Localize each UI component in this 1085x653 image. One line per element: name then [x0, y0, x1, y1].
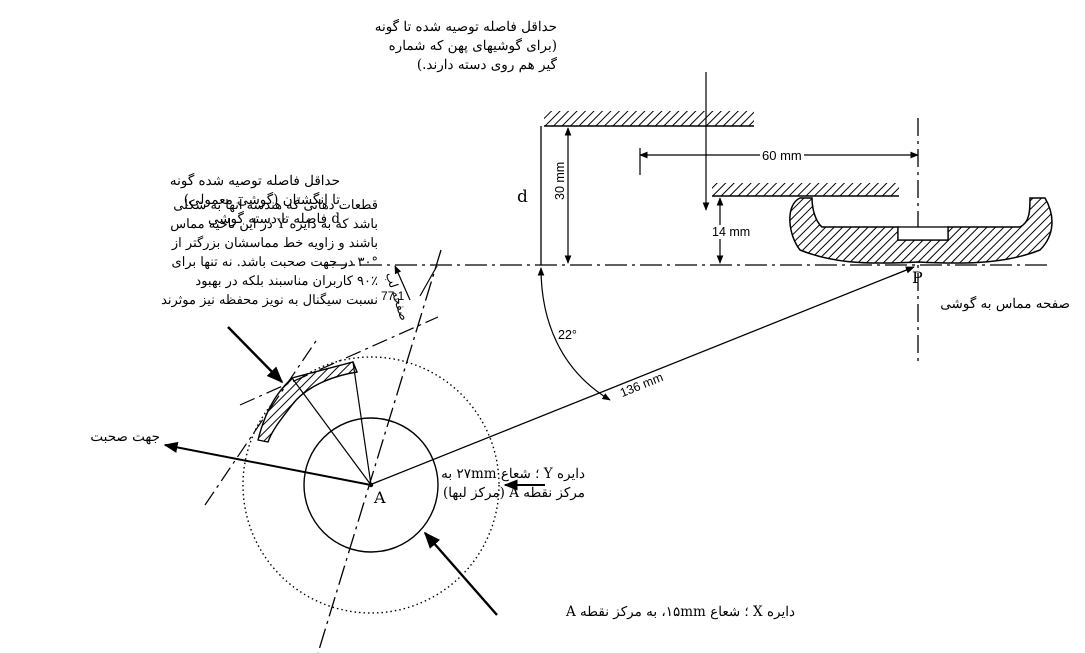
circle-x-label: دایره X ؛ شعاع ۱۵mm، به مرکز نقطه A — [566, 604, 795, 620]
dimension-60-label: 60 mm — [760, 148, 804, 163]
speech-direction-label: جهت صحبت — [90, 429, 160, 445]
upper-handle-hatch — [544, 111, 754, 126]
top-note: حداقل فاصله توصیه شده تا گونه (برای گوشی… — [374, 19, 557, 73]
dimension-30-label: 30 mm — [553, 161, 567, 200]
lip-plane-line — [317, 249, 442, 653]
circle-y-label: دایره Y ؛ شعاع ۲۷mm به مرکز نقطه A (مرکز… — [441, 466, 585, 501]
p-label: P — [912, 268, 923, 287]
dimension-14-label: 14 mm — [712, 225, 751, 239]
ear-plane-label: صفحه مماس به گوشی — [940, 296, 1070, 312]
mouthpiece-segment — [257, 361, 358, 443]
circle-y — [242, 356, 500, 614]
circle-x — [303, 417, 439, 553]
lower-handle-hatch — [712, 183, 899, 196]
angle-77-label: 77.1 — [381, 289, 405, 303]
circle-x-pointer — [423, 531, 498, 616]
left-note-pointer — [227, 326, 284, 384]
mid-note: حداقل فاصله توصیه شده گونه تا انگشتان (گ… — [169, 173, 340, 227]
tangent-line-2 — [204, 337, 319, 506]
angle-22-arc — [537, 267, 611, 401]
dimension-136-line — [371, 266, 915, 485]
speech-direction-arrow — [163, 441, 372, 486]
a-label: A — [374, 488, 386, 507]
d-label: d — [517, 187, 528, 207]
angle-22-label: 22° — [558, 328, 577, 342]
tangent-line-1 — [239, 316, 439, 406]
left-note: قطعات دهانی که هندسه آنها به شکلی باشد ک… — [161, 198, 378, 308]
